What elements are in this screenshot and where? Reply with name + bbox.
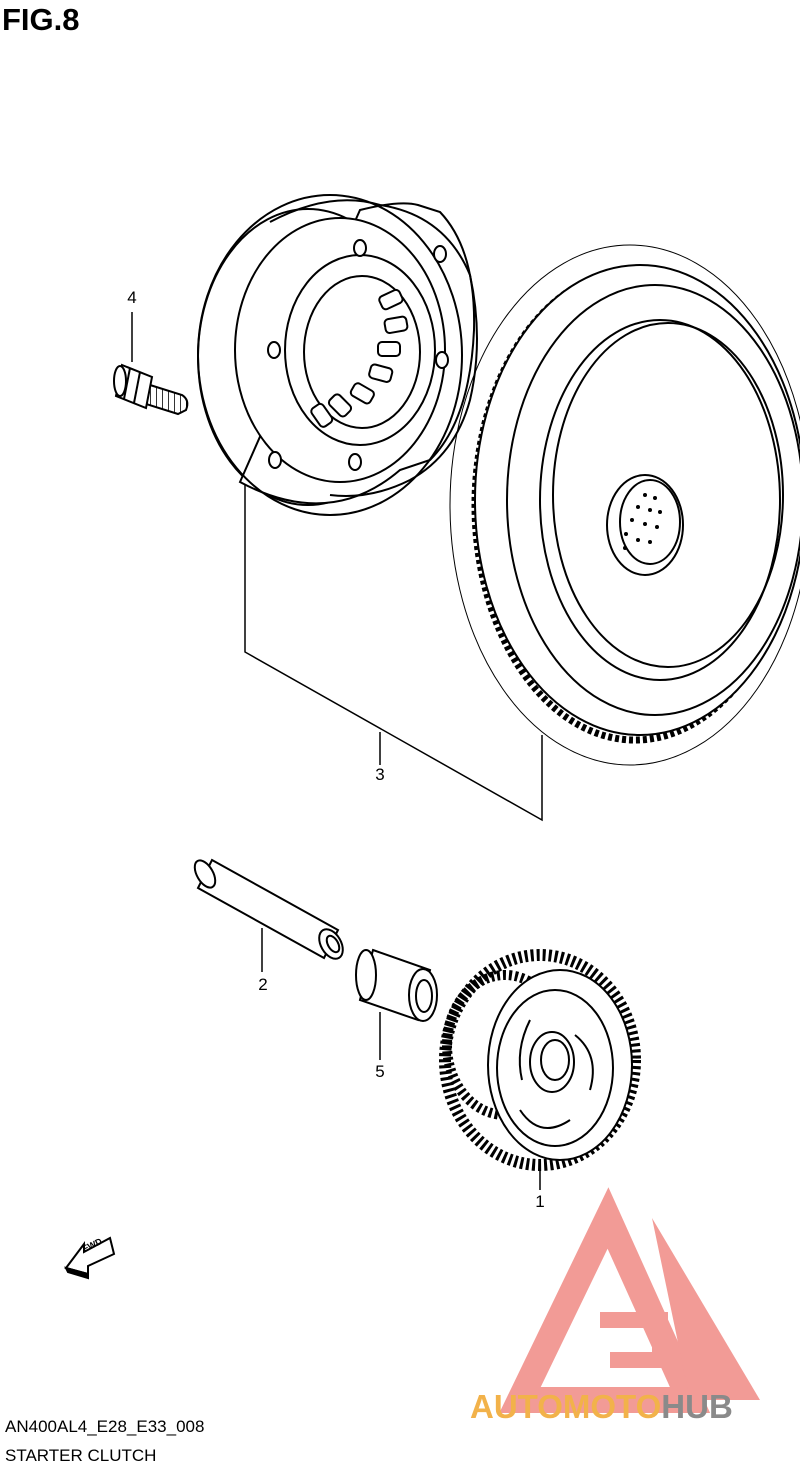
diagram-name: STARTER CLUTCH (5, 1446, 157, 1465)
fwd-arrow-icon (64, 1236, 116, 1280)
figure-title: FIG.8 (2, 2, 80, 37)
one-way-clutch-housing (197, 194, 478, 516)
watermark-logo (499, 1187, 760, 1413)
watermark-part1: AUTOMOTO (470, 1388, 662, 1425)
diagram-code: AN400AL4_E28_E33_008 (5, 1417, 205, 1436)
idle-gear-shaft (193, 858, 344, 960)
callout-4: 4 (127, 288, 137, 307)
callout-2: 2 (258, 975, 268, 994)
starter-idle-gear (439, 949, 641, 1171)
bolt-part (113, 363, 189, 416)
watermark-part2: HUB (661, 1388, 733, 1425)
starter-driven-gear-ring (449, 244, 800, 766)
bushing-part (355, 948, 438, 1022)
callout-5: 5 (375, 1062, 385, 1081)
watermark-text: AUTOMOTOHUB (470, 1388, 733, 1426)
callout-3: 3 (375, 765, 385, 784)
callout-1: 1 (535, 1192, 545, 1211)
leader-lines (131, 312, 543, 1190)
